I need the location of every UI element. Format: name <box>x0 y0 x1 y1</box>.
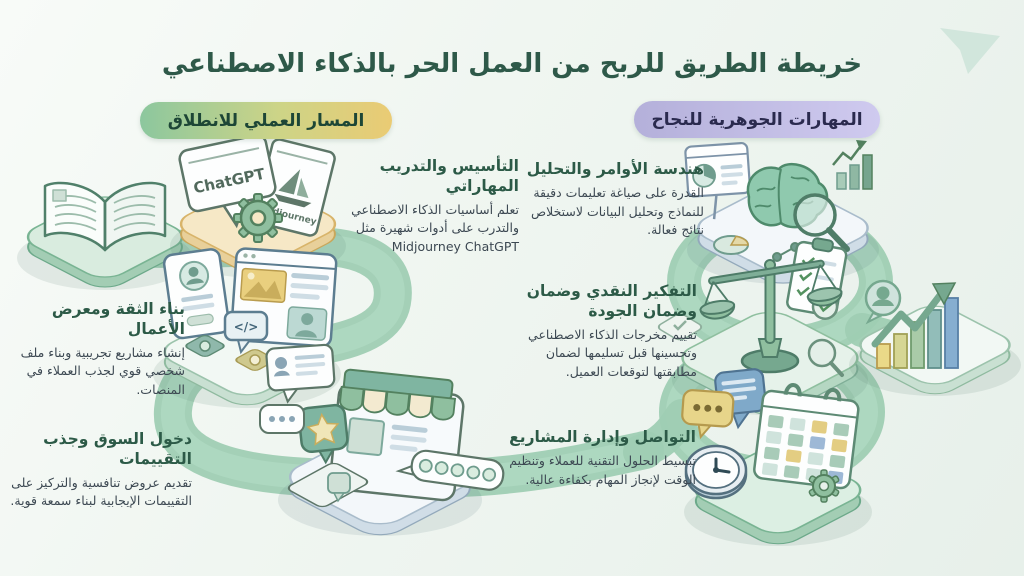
portfolio-window-icon <box>229 247 338 348</box>
page-title: خريطة الطريق للربح من العمل الحر بالذكاء… <box>161 49 863 80</box>
dashboard-icon <box>684 141 752 220</box>
balance-scale-icon <box>699 259 843 374</box>
portfolio-illustration: </> <box>162 247 338 371</box>
badge-right-label: المهارات الجوهرية للنجاح <box>651 109 863 130</box>
corner-plane-icon <box>940 28 1000 74</box>
gear-icon <box>808 469 840 503</box>
step-training-title: التأسيس والتدريب المهاراتي <box>379 157 519 195</box>
step-training: التأسيس والتدريب المهاراتي تعلم أساسيات … <box>332 157 519 257</box>
phone-tile-icon <box>287 462 369 508</box>
bar-chart-icon <box>876 297 959 369</box>
bar-chart-icon <box>832 140 873 190</box>
storefront-illustration <box>259 343 505 508</box>
chat-bubbles-icon <box>681 368 767 440</box>
app-tile-icon <box>185 335 225 357</box>
skill-critical-thinking: التفكير النقدي وضمان وضمان الجودة تقييم … <box>500 282 697 382</box>
communication-illustration <box>681 368 860 503</box>
skill-prompting-body: القدرة على صياغة تعليمات دقيقة للنماذج و… <box>531 184 704 238</box>
user-avatar-icon <box>864 279 902 325</box>
open-book-icon <box>43 181 167 252</box>
step-training-body: تعلم أساسيات الذكاء الاصطناعي والتدرب عل… <box>351 201 519 255</box>
badge-left-label: المسار العملي للانطلاق <box>167 110 365 131</box>
chatgpt-window-icon: ChatGPT <box>178 134 277 229</box>
magnifier-icon <box>807 338 844 377</box>
star-bubble-icon <box>297 403 349 465</box>
skill-communication-body: تبسيط الحلول التقنية للعملاء وتنظيم الوق… <box>509 452 696 487</box>
step-portfolio: بناء الثقة ومعرض الأعمال إنشاء مشاريع تج… <box>8 300 185 400</box>
skill-communication-title: التواصل وإدارة المشاريع <box>509 428 696 446</box>
rating-bubble-icon <box>395 449 505 491</box>
skill-prompting: هندسة الأوامر والتحليل القدرة على صياغة … <box>514 160 704 240</box>
magnifier-icon <box>793 193 850 252</box>
growth-illustration <box>864 279 959 369</box>
badge-core-skills: المهارات الجوهرية للنجاح <box>634 101 880 138</box>
step-market-title: دخول السوق وجذب التقييمات <box>43 430 192 468</box>
testimonial-bubble-icon <box>265 343 336 404</box>
ai-tools-illustration: Midjourney ChatGPT <box>178 134 336 243</box>
skill-communication: التواصل وإدارة المشاريع تبسيط الحلول الت… <box>496 428 696 489</box>
clock-icon <box>684 444 748 500</box>
dots-bubble-icon <box>259 404 305 434</box>
profile-card-icon <box>162 248 231 340</box>
step-portfolio-title: بناء الثقة ومعرض الأعمال <box>51 300 185 338</box>
app-tile-icon <box>235 349 275 371</box>
gear-icon <box>233 193 283 243</box>
skill-critical-thinking-body: تقييم مخرجات الذكاء الاصطناعي وتحسينها ق… <box>528 326 697 380</box>
skill-critical-thinking-title: التفكير النقدي وضمان وضمان الجودة <box>526 282 697 320</box>
skill-prompting-title: هندسة الأوامر والتحليل <box>526 160 704 178</box>
growth-arrow-icon <box>871 282 957 348</box>
analysis-illustration <box>684 140 873 262</box>
step-market-body: تقديم عروض تنافسية والتركيز على التقييما… <box>10 474 192 509</box>
badge-practical-path: المسار العملي للانطلاق <box>140 102 392 139</box>
step-market: دخول السوق وجذب التقييمات تقديم عروض تنا… <box>10 430 192 511</box>
svg-text:</>: </> <box>234 320 259 334</box>
stamp-icon <box>657 313 703 341</box>
step-portfolio-body: إنشاء مشاريع تجريبية وبناء ملف شخصي قوي … <box>20 344 185 398</box>
quality-illustration <box>657 237 848 377</box>
pie-chart-icon <box>713 235 749 255</box>
code-bubble-icon: </> <box>223 310 269 355</box>
